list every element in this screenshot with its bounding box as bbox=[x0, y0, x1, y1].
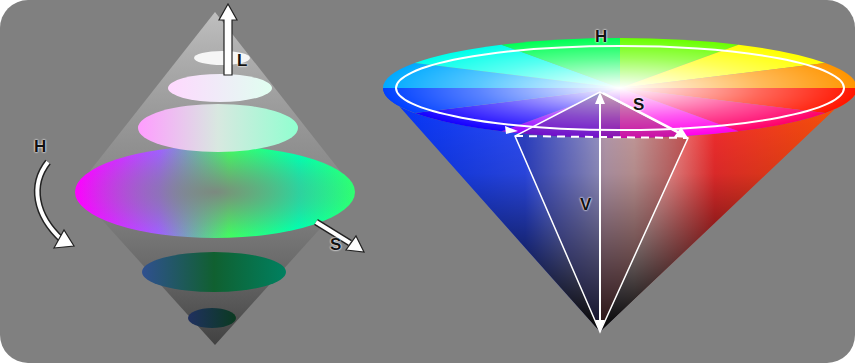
saturation-arrow-label: S bbox=[330, 236, 341, 253]
value-axis-label: V bbox=[580, 196, 591, 213]
hue-ring-label: H bbox=[595, 28, 607, 45]
hue-arrow-label: H bbox=[34, 138, 46, 155]
lightness-axis-label: L bbox=[237, 52, 247, 69]
saturation-arrow-label: S bbox=[633, 96, 644, 113]
